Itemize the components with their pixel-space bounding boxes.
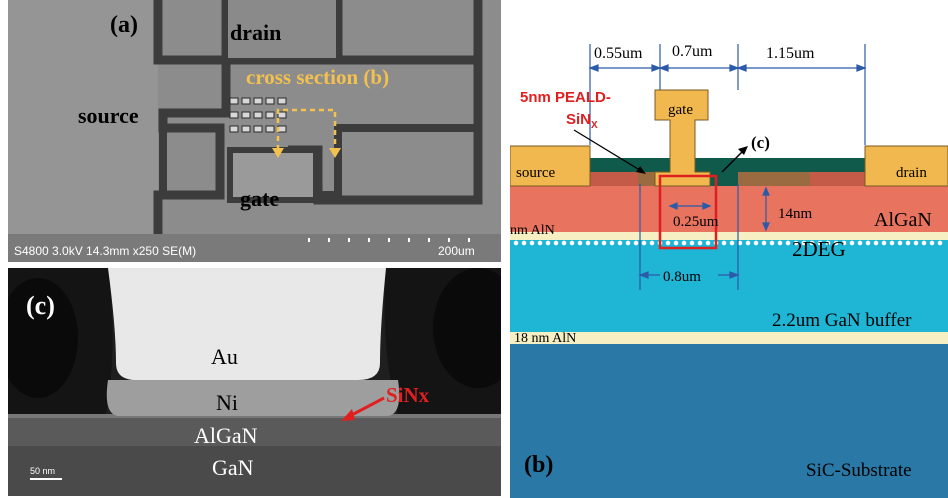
cross-section-label: cross section (b)	[246, 65, 389, 89]
aln-top-label: nm AlN	[510, 223, 555, 238]
dim-source-gate: 0.55um	[594, 45, 643, 62]
scale-ticks	[308, 238, 470, 242]
algan-label: AlGaN	[194, 423, 258, 448]
dim-gate-head: 0.7um	[672, 43, 713, 60]
twodeg-dots	[513, 240, 943, 246]
gate-label: gate	[240, 186, 279, 211]
buffer-label: 2.2um GaN buffer	[772, 310, 912, 331]
drain-label: drain	[230, 20, 281, 45]
tem-scale-label: 50 nm	[30, 466, 55, 476]
top-dimension-lines	[588, 44, 867, 145]
peald-label-line2: SiNX	[566, 111, 598, 131]
ni-label: Ni	[216, 390, 238, 415]
source-contact	[510, 145, 591, 187]
arrow-left-icon	[272, 148, 284, 158]
algan-label: AlGaN	[874, 209, 932, 231]
arrow-right-icon	[329, 148, 341, 158]
panel-c-tem-image: (c) Au Ni AlGaN GaN SiNx 50 nm	[8, 268, 501, 496]
substrate-label: SiC-Substrate	[806, 460, 912, 481]
algan-layer	[510, 186, 948, 232]
dim-gate-drain: 1.15um	[766, 45, 815, 62]
peald-pointer-icon	[636, 166, 646, 174]
sem-info-bar: S4800 3.0kV 14.3mm x250 SE(M)	[14, 244, 196, 258]
hemt-schematic-drawing: 0.55um 0.7um 1.15um 5nm PEALD- SiNX gate…	[510, 43, 948, 498]
sem-device-drawing: (a) drain source gate cross section (b) …	[8, 0, 501, 262]
drain-contact	[864, 145, 948, 187]
thickness-label: 14nm	[778, 206, 813, 222]
twodeg-label: 2DEG	[792, 237, 846, 261]
panel-a-sem-image: (a) drain source gate cross section (b) …	[8, 0, 501, 262]
aln-top-layer	[510, 232, 948, 240]
callout-line	[721, 149, 745, 173]
gate-length-dimension	[668, 202, 712, 210]
source-label: source	[516, 165, 555, 181]
peald-label-line1: 5nm PEALD-	[520, 89, 611, 106]
gate-contact	[654, 89, 711, 187]
highlight-box	[658, 174, 718, 250]
gan-label: GaN	[212, 455, 254, 480]
callout-arrow-icon	[738, 146, 748, 155]
panel-c-label: (c)	[26, 291, 55, 320]
callout-c-label: (c)	[751, 133, 770, 152]
gate-length-label: 0.25um	[673, 214, 719, 230]
width-label: 0.8um	[663, 269, 701, 285]
peald-pointer-line	[573, 129, 644, 173]
aln-bottom-layer	[510, 332, 948, 344]
thickness-dimension	[762, 186, 770, 232]
aln-bottom-label: 18 nm AlN	[514, 331, 576, 346]
panel-b-schematic: 0.55um 0.7um 1.15um 5nm PEALD- SiNX gate…	[510, 0, 948, 498]
sem-scale-label: 200um	[438, 244, 475, 258]
panel-b-label: (b)	[524, 452, 553, 478]
substrate-layer	[510, 344, 948, 498]
source-label: source	[78, 103, 139, 128]
tem-cross-section-drawing: (c) Au Ni AlGaN GaN SiNx 50 nm	[8, 268, 501, 496]
cross-section-bracket	[276, 108, 337, 150]
sinx-label: SiNx	[386, 383, 430, 407]
panel-a-label: (a)	[110, 12, 138, 38]
sinx-arrow-icon	[341, 409, 355, 421]
gate-label: gate	[668, 102, 693, 118]
drain-label: drain	[896, 165, 927, 181]
gan-buffer-layer	[510, 240, 948, 332]
au-label: Au	[211, 344, 238, 369]
